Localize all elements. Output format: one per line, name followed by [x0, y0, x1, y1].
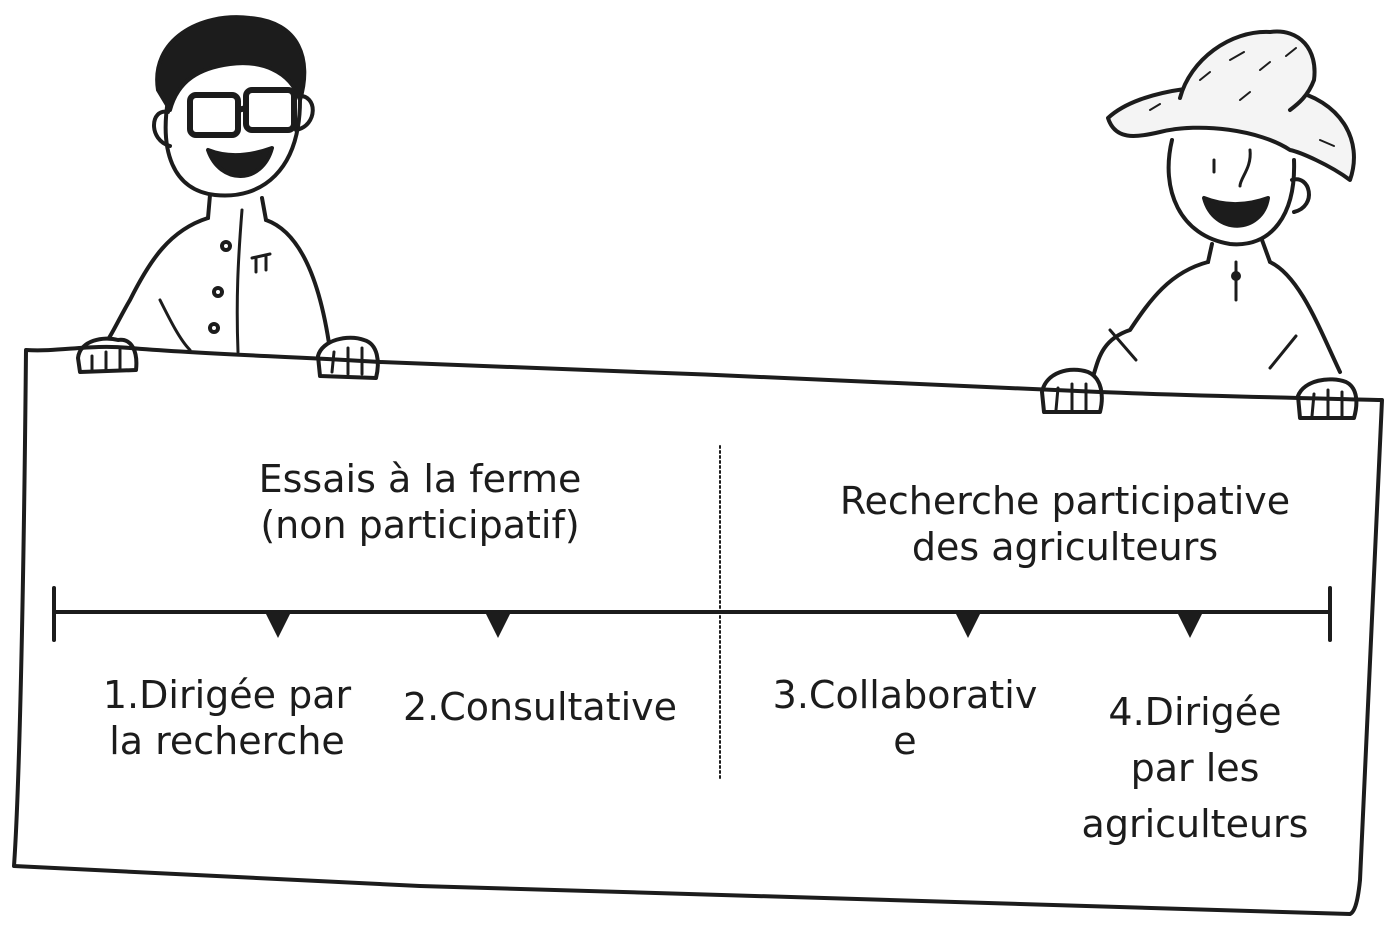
stage-2-label: 2.Consultative	[402, 685, 678, 729]
marker-stage-4	[1178, 614, 1202, 638]
heading-non-participatory: Essais à la ferme (non participatif)	[258, 457, 582, 547]
board-outline	[12, 344, 1384, 916]
marker-stage-1	[266, 614, 290, 638]
farmer-figure	[1040, 29, 1359, 420]
stage-4-label: 4.Dirigée par les agriculteurs	[1081, 690, 1309, 846]
marker-stage-2	[486, 614, 510, 638]
researcher-figure	[76, 15, 380, 380]
stage-1-label: 1.Dirigée par la recherche	[102, 673, 352, 763]
marker-stage-3	[956, 614, 980, 638]
stage-3-label: 3.Collaborativ e	[772, 673, 1038, 763]
heading-participatory: Recherche participative des agriculteurs	[839, 479, 1291, 569]
